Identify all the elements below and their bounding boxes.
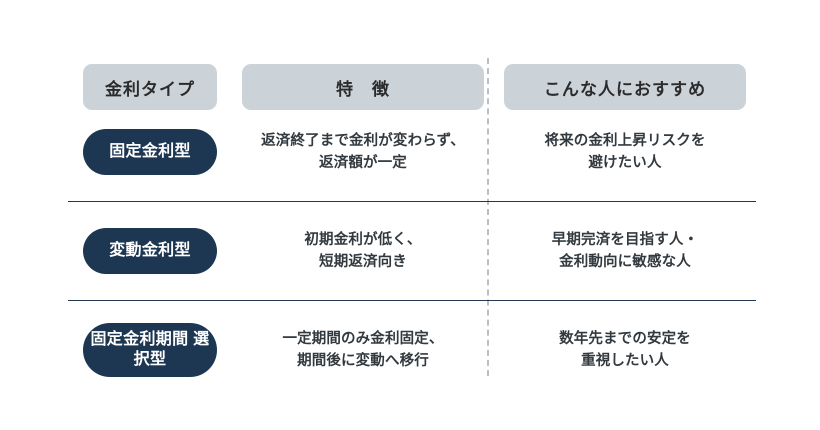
recommend-line-1: 数年先までの安定を (559, 330, 691, 347)
row-3-feature-text: 一定期間のみ金利固定、 期間後に変動へ移行 (282, 328, 443, 373)
row-2-feature-text: 初期金利が低く、 短期返済向き (304, 229, 421, 274)
column-dashed-divider (487, 58, 489, 376)
table-row: 変動金利型 初期金利が低く、 短期返済向き 早期完済を目指す人・ 金利動向に敏感… (68, 215, 756, 287)
row-2-type-cell: 変動金利型 (68, 228, 232, 274)
header-pill-features: 特 徴 (242, 64, 484, 110)
header-pill-recommended: こんな人におすすめ (504, 64, 746, 110)
type-badge-fixed-period-select: 固定金利期間 選択型 (83, 322, 217, 378)
row-divider-2 (68, 300, 756, 301)
table-row: 固定金利期間 選択型 一定期間のみ金利固定、 期間後に変動へ移行 数年先までの安… (68, 314, 756, 386)
row-1-recommend-text: 将来の金利上昇リスクを 避けたい人 (544, 130, 705, 175)
row-1-feature-text: 返済終了まで金利が変わらず、 返済額が一定 (261, 130, 465, 175)
type-badge-line-1: 固定金利型 (109, 142, 191, 160)
type-badge-line-1: 変動金利型 (109, 241, 191, 259)
header-cell-features: 特 徴 (232, 64, 494, 110)
row-2-feature-cell: 初期金利が低く、 短期返済向き (232, 229, 494, 274)
recommend-line-1: 将来の金利上昇リスクを (544, 132, 706, 149)
feature-line-2: 返済額が一定 (319, 155, 407, 171)
table-row: 固定金利型 返済終了まで金利が変わらず、 返済額が一定 将来の金利上昇リスクを … (68, 116, 756, 188)
row-2-recommend-text: 早期完済を目指す人・ 金利動向に敏感な人 (552, 229, 698, 274)
row-3-type-cell: 固定金利期間 選択型 (68, 322, 232, 378)
row-1-feature-cell: 返済終了まで金利が変わらず、 返済額が一定 (232, 130, 494, 175)
recommend-line-1: 早期完済を目指す人・ (551, 231, 699, 248)
row-divider-1 (68, 201, 756, 202)
row-3-feature-cell: 一定期間のみ金利固定、 期間後に変動へ移行 (232, 328, 494, 373)
type-badge-variable-rate: 変動金利型 (83, 228, 217, 274)
feature-line-2: 短期返済向き (319, 254, 407, 270)
type-badge-fixed-rate: 固定金利型 (83, 129, 217, 175)
row-3-recommend-cell: 数年先までの安定を 重視したい人 (494, 328, 756, 373)
feature-line-2: 期間後に変動へ移行 (297, 353, 429, 369)
row-1-recommend-cell: 将来の金利上昇リスクを 避けたい人 (494, 130, 756, 175)
header-pill-rate-type: 金利タイプ (83, 64, 217, 110)
row-2-recommend-cell: 早期完済を目指す人・ 金利動向に敏感な人 (494, 229, 756, 274)
feature-line-1: 一定期間のみ金利固定、 (282, 330, 444, 347)
table-header-row: 金利タイプ 特 徴 こんな人におすすめ (68, 58, 756, 116)
recommend-line-2: 重視したい人 (581, 353, 669, 369)
type-badge-line-1: 固定金利期間 (90, 330, 189, 348)
table-grid: 金利タイプ 特 徴 こんな人におすすめ 固定金利型 返済終了まで金利が変わらず、 (68, 0, 756, 386)
row-1-type-cell: 固定金利型 (68, 129, 232, 175)
header-cell-recommended: こんな人におすすめ (494, 64, 756, 110)
header-cell-rate-type: 金利タイプ (68, 64, 232, 110)
recommend-line-2: 金利動向に敏感な人 (559, 254, 691, 270)
feature-line-1: 返済終了まで金利が変わらず、 (261, 132, 465, 149)
feature-line-1: 初期金利が低く、 (304, 231, 422, 248)
type-badge-line-2: 選択型 (133, 330, 210, 368)
row-3-recommend-text: 数年先までの安定を 重視したい人 (559, 328, 691, 373)
recommend-line-2: 避けたい人 (588, 155, 662, 171)
